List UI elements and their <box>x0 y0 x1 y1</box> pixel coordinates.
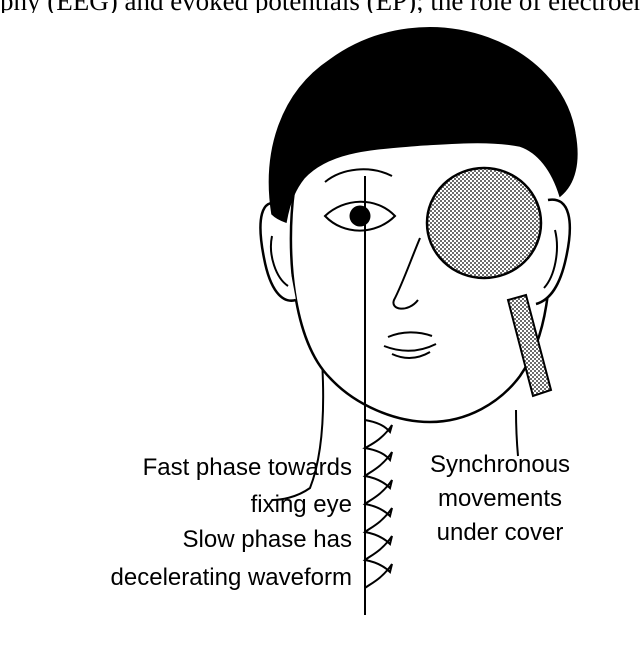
label-slow-phase-line-1: Slow phase has <box>183 526 352 553</box>
left-eyebrow <box>325 169 392 182</box>
eye-cover <box>427 168 541 278</box>
clipped-text-line: phy (EEG) and evoked potentials (EP); th… <box>0 0 641 13</box>
label-synchronous-line-1: Synchronous <box>430 451 570 478</box>
label-synchronous-line-2: movements <box>438 485 562 512</box>
label-synchronous-line-3: under cover <box>437 519 564 546</box>
neck-right-outline <box>516 410 518 456</box>
label-fast-phase-line-2: fixing eye <box>251 491 352 518</box>
label-fast-phase-line-1: Fast phase towards <box>143 454 352 481</box>
left-pupil <box>350 206 371 227</box>
nystagmus-waveform <box>365 420 392 588</box>
label-slow-phase-line-2: decelerating waveform <box>111 564 352 591</box>
